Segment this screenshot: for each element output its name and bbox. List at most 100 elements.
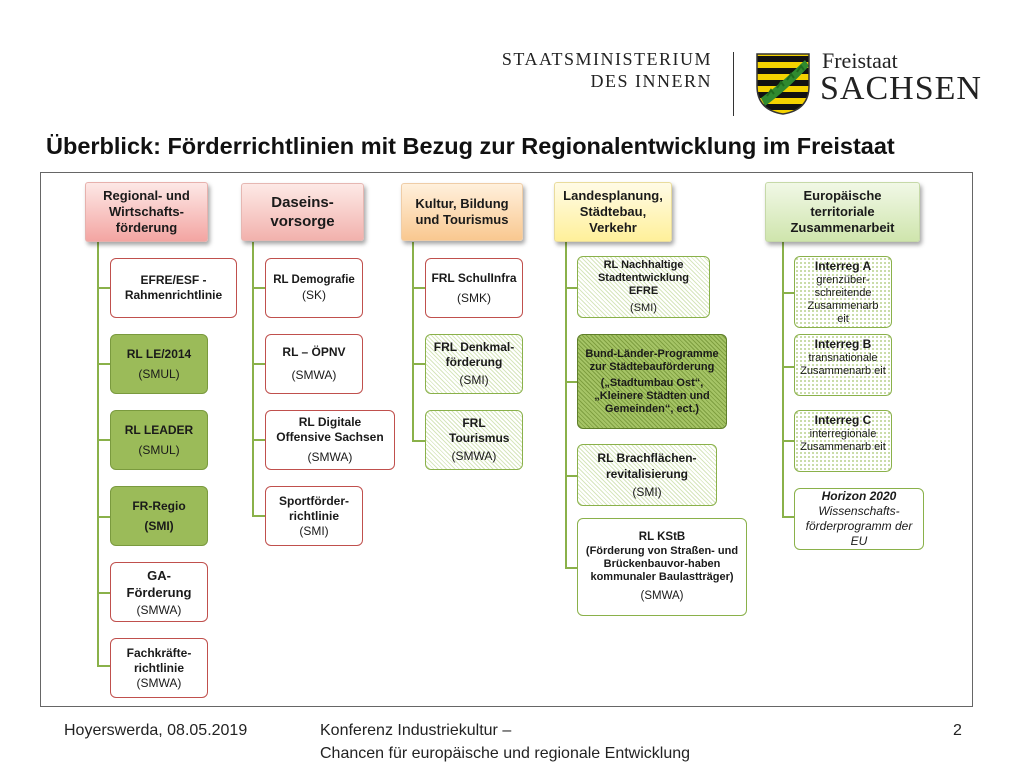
item-horizon-name: Horizon 2020 bbox=[821, 489, 897, 503]
footer-event: Konferenz Industriekultur – Chancen für … bbox=[320, 719, 690, 765]
connector-europa-3 bbox=[782, 440, 795, 442]
saxony-coat-of-arms-icon bbox=[756, 53, 810, 115]
connector-kultur-trunk bbox=[412, 242, 414, 442]
item-rl-brachflaechenrevitalisierung: RL Brachflächen-revitalisierung (SMI) bbox=[577, 444, 717, 506]
connector-europa-trunk bbox=[782, 242, 784, 518]
footer-event-line-2: Chancen für europäische und regionale En… bbox=[320, 745, 691, 762]
item-rl-kstb: RL KStB (Förderung von Straßen- und Brüc… bbox=[577, 518, 747, 616]
connector-europa-1 bbox=[782, 292, 795, 294]
connector-kultur-1 bbox=[412, 287, 426, 289]
ministry-line-2: DES INNERN bbox=[590, 71, 712, 91]
item-brachflaechen-name: RL Brachflächen-revitalisierung bbox=[597, 451, 697, 481]
connector-daseins-4 bbox=[252, 515, 266, 517]
item-rl-le-2014-name: RL LE/2014 bbox=[126, 346, 192, 361]
connector-daseins-3 bbox=[252, 439, 266, 441]
footer-event-line-1: Konferenz Industriekultur – bbox=[320, 722, 512, 739]
item-stadtentwicklung-name: RL Nachhaltige Stadtentwicklung EFRE bbox=[597, 259, 690, 297]
item-denkmal-name: FRL Denkmal-förderung bbox=[433, 340, 515, 369]
connector-regional-5 bbox=[97, 592, 111, 594]
connector-regional-6 bbox=[97, 665, 111, 667]
header-landesplanung-label: Landesplanung, Städtebau, Verkehr bbox=[563, 188, 663, 235]
item-efre-esf: EFRE/ESF - Rahmenrichtlinie bbox=[110, 258, 237, 318]
item-ga-foerderung-agency: (SMWA) bbox=[136, 602, 182, 617]
item-fr-regio: FR-Regio (SMI) bbox=[110, 486, 208, 546]
item-horizon-2020: Horizon 2020 Wissenschafts-förderprogram… bbox=[794, 488, 924, 550]
item-rl-digitale-agency: (SMWA) bbox=[307, 450, 353, 464]
item-bund-laender-programme: Bund-Länder-Programme zur Städtebauförde… bbox=[577, 334, 727, 429]
item-kstb-name: RL KStB bbox=[638, 531, 686, 543]
item-interreg-b-desc: transnationale Zusammenarb eit bbox=[800, 352, 886, 377]
header-kultur-bildung-tourismus: Kultur, Bildung und Tourismus bbox=[401, 183, 523, 241]
ministry-line-1: STAATSMINISTERIUM bbox=[501, 49, 712, 69]
item-rl-nachhaltige-stadtentwicklung: RL Nachhaltige Stadtentwicklung EFRE (SM… bbox=[577, 256, 710, 318]
item-fachkraefterichtlinie: Fachkräfte-richtlinie (SMWA) bbox=[110, 638, 208, 698]
item-brachflaechen-agency: (SMI) bbox=[632, 485, 662, 499]
footer-page-number: 2 bbox=[953, 722, 962, 739]
item-interreg-b-name: Interreg B bbox=[814, 337, 872, 351]
header-europa-label: Europäische territoriale Zusammenarbeit bbox=[790, 188, 895, 235]
connector-regional-1 bbox=[97, 287, 111, 289]
item-rl-oepnv: RL – ÖPNV (SMWA) bbox=[265, 334, 363, 394]
state-label-freistaat: Freistaat bbox=[822, 48, 898, 73]
connector-regional-2 bbox=[97, 363, 111, 365]
logo-divider bbox=[733, 52, 734, 116]
connector-landes-4 bbox=[565, 567, 578, 569]
item-rl-digitale-offensive: RL Digitale Offensive Sachsen (SMWA) bbox=[265, 410, 395, 470]
connector-daseins-1 bbox=[252, 287, 266, 289]
item-frl-denkmalfoerderung: FRL Denkmal-förderung (SMI) bbox=[425, 334, 523, 394]
connector-landes-trunk bbox=[565, 242, 567, 568]
header-regional-wirtschaftsfoerderung: Regional- und Wirtschafts-förderung bbox=[85, 182, 208, 242]
item-interreg-b: Interreg B transnationale Zusammenarb ei… bbox=[794, 334, 892, 396]
footer-place-date: Hoyerswerda, 08.05.2019 bbox=[64, 722, 248, 739]
header-kultur-label: Kultur, Bildung und Tourismus bbox=[415, 196, 509, 227]
item-interreg-a: Interreg A grenzüber-schreitende Zusamme… bbox=[794, 256, 892, 328]
item-fr-regio-name: FR-Regio bbox=[132, 498, 186, 513]
item-schulinfra-name: FRL SchulInfra bbox=[431, 270, 517, 285]
connector-regional-3 bbox=[97, 439, 111, 441]
item-bund-laender-name: Bund-Länder-Programme zur Städtebauförde… bbox=[585, 347, 719, 373]
connector-regional-trunk bbox=[97, 242, 99, 666]
item-rl-digitale-name: RL Digitale Offensive Sachsen bbox=[276, 415, 384, 444]
item-tourismus-name: FRL Tourismus bbox=[449, 416, 510, 445]
item-rl-oepnv-agency: (SMWA) bbox=[291, 368, 337, 382]
diagram-frame bbox=[40, 172, 973, 707]
item-frl-tourismus: FRL Tourismus (SMWA) bbox=[425, 410, 523, 470]
item-interreg-c-desc: interregionale Zusammenarb eit bbox=[800, 428, 886, 453]
header-daseinsvorsorge-label: Daseins-vorsorge bbox=[270, 194, 335, 230]
item-rl-leader-agency: (SMUL) bbox=[138, 442, 180, 457]
page-title: Überblick: Förderrichtlinien mit Bezug z… bbox=[46, 133, 895, 159]
connector-daseins-2 bbox=[252, 363, 266, 365]
item-fachkraefte-name: Fachkräfte-richtlinie bbox=[126, 645, 192, 675]
item-sport-name: Sportförder-richtlinie bbox=[279, 493, 349, 523]
item-rl-demografie: RL Demografie (SK) bbox=[265, 258, 363, 318]
item-interreg-c-name: Interreg C bbox=[814, 413, 872, 427]
item-fr-regio-agency: (SMI) bbox=[144, 518, 174, 533]
item-rl-leader-name: RL LEADER bbox=[124, 422, 194, 437]
item-denkmal-agency: (SMI) bbox=[459, 373, 489, 387]
header-landesplanung: Landesplanung, Städtebau, Verkehr bbox=[554, 182, 672, 242]
connector-europa-2 bbox=[782, 366, 795, 368]
item-rl-leader: RL LEADER (SMUL) bbox=[110, 410, 208, 470]
connector-kultur-2 bbox=[412, 363, 426, 365]
item-rl-le-2014-agency: (SMUL) bbox=[138, 366, 180, 381]
item-efre-esf-name: EFRE/ESF - Rahmenrichtlinie bbox=[124, 273, 223, 302]
connector-landes-1 bbox=[565, 287, 578, 289]
item-stadtentwicklung-agency: (SMI) bbox=[630, 302, 657, 314]
state-label-sachsen: SACHSEN bbox=[820, 70, 982, 107]
item-kstb-desc: (Förderung von Straßen- und Brückenbauvo… bbox=[585, 545, 739, 583]
connector-landes-2 bbox=[565, 381, 578, 383]
item-ga-foerderung: GA-Förderung (SMWA) bbox=[110, 562, 208, 622]
connector-regional-4 bbox=[97, 516, 111, 518]
item-bund-laender-programs: („Stadtumbau Ost“, „Kleinere Städten und… bbox=[594, 376, 710, 415]
item-kstb-agency: (SMWA) bbox=[640, 590, 684, 602]
item-fachkraefte-agency: (SMWA) bbox=[136, 675, 182, 690]
item-schulinfra-agency: (SMK) bbox=[457, 290, 491, 305]
item-rl-oepnv-name: RL – ÖPNV bbox=[282, 345, 346, 359]
item-sportfoerderrichtlinie: Sportförder-richtlinie (SMI) bbox=[265, 486, 363, 546]
item-ga-foerderung-name: GA-Förderung bbox=[126, 567, 192, 600]
item-interreg-a-name: Interreg A bbox=[814, 259, 872, 273]
connector-europa-4 bbox=[782, 516, 795, 518]
item-interreg-c: Interreg C interregionale Zusammenarb ei… bbox=[794, 410, 892, 472]
item-horizon-desc: Wissenschafts-förderprogramm der EU bbox=[805, 504, 913, 548]
item-frl-schulinfra: FRL SchulInfra (SMK) bbox=[425, 258, 523, 318]
